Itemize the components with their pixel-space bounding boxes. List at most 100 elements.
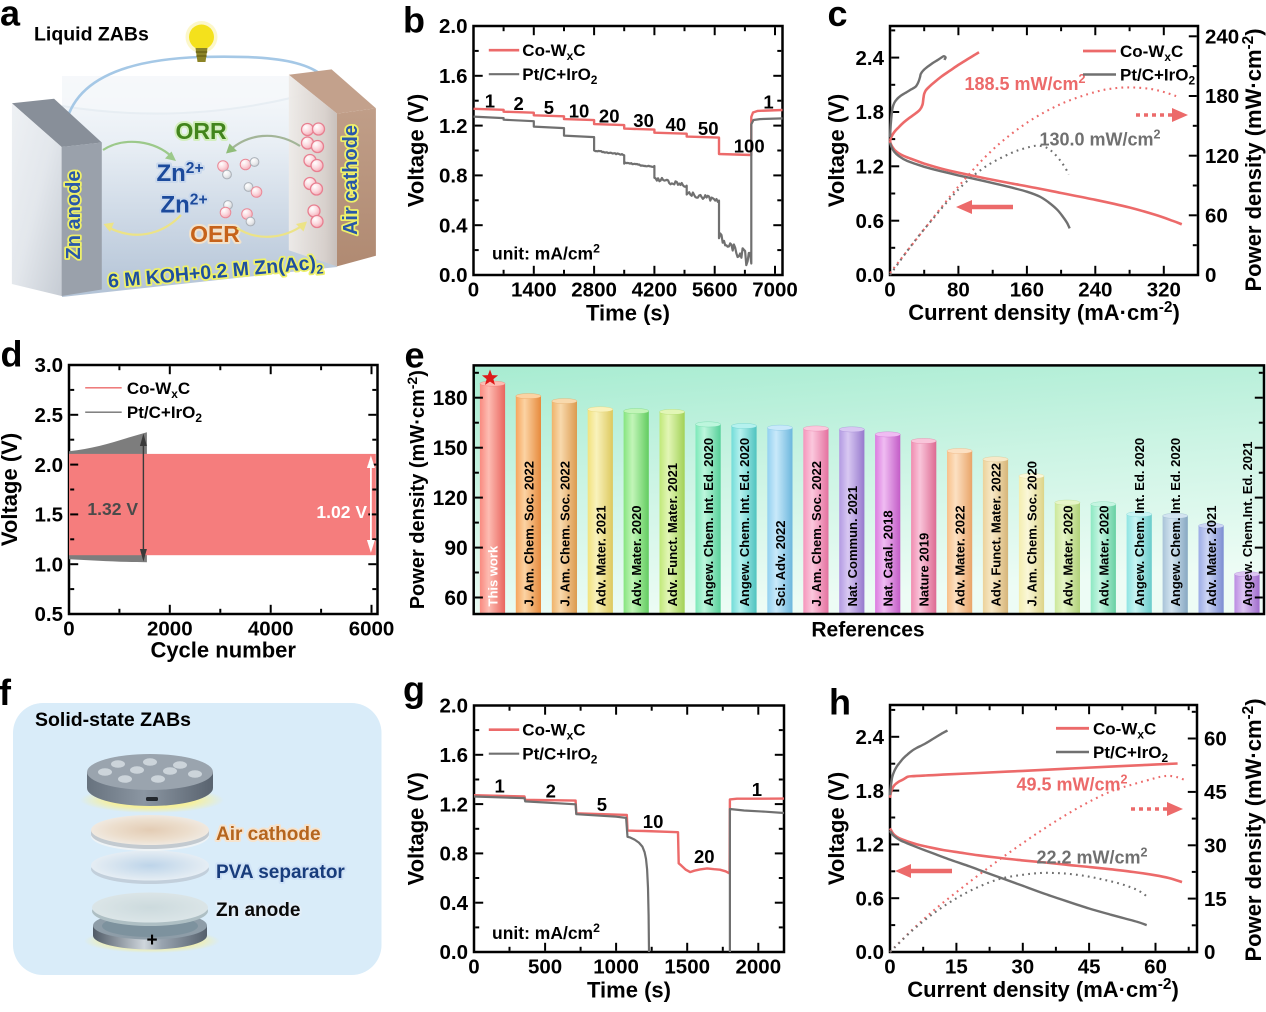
svg-text:90: 90 bbox=[444, 537, 467, 560]
svg-text:Adv. Mater. 2021: Adv. Mater. 2021 bbox=[1204, 506, 1219, 607]
svg-text:ORR: ORR bbox=[175, 118, 227, 144]
svg-text:+: + bbox=[146, 930, 157, 951]
svg-text:320: 320 bbox=[1147, 279, 1181, 302]
svg-text:20: 20 bbox=[694, 846, 715, 867]
svg-text:Voltage (V): Voltage (V) bbox=[824, 94, 849, 207]
svg-text:Co-WxC: Co-WxC bbox=[1120, 42, 1183, 64]
svg-text:0.8: 0.8 bbox=[440, 843, 469, 866]
svg-text:49.5 mW/cm2: 49.5 mW/cm2 bbox=[1016, 773, 1127, 795]
svg-text:120: 120 bbox=[1205, 145, 1239, 168]
svg-text:Sci. Adv. 2022: Sci. Adv. 2022 bbox=[773, 521, 788, 607]
svg-text:J. Am. Chem. Soc. 2022: J. Am. Chem. Soc. 2022 bbox=[521, 461, 536, 606]
svg-text:5600: 5600 bbox=[692, 279, 738, 302]
svg-text:1: 1 bbox=[763, 92, 773, 113]
svg-text:This work: This work bbox=[486, 545, 501, 606]
svg-text:30: 30 bbox=[1204, 835, 1227, 858]
svg-text:0.0: 0.0 bbox=[856, 264, 885, 287]
svg-text:15: 15 bbox=[945, 956, 968, 979]
svg-text:0: 0 bbox=[1205, 264, 1216, 287]
svg-text:Zn anode: Zn anode bbox=[63, 171, 85, 260]
svg-text:J. Am. Chem. Soc. 2020: J. Am. Chem. Soc. 2020 bbox=[1025, 461, 1040, 606]
svg-text:60: 60 bbox=[444, 587, 467, 610]
svg-text:150: 150 bbox=[433, 437, 468, 460]
svg-text:180: 180 bbox=[433, 387, 468, 410]
svg-text:1.2: 1.2 bbox=[440, 793, 469, 816]
svg-text:5: 5 bbox=[597, 794, 607, 815]
svg-text:PVA separator: PVA separator bbox=[216, 862, 345, 883]
svg-text:0: 0 bbox=[468, 279, 479, 302]
svg-text:h: h bbox=[829, 682, 851, 723]
svg-text:1.2: 1.2 bbox=[439, 115, 468, 138]
svg-text:4000: 4000 bbox=[248, 618, 294, 641]
svg-text:Angew. Chem. Int. Ed. 2020: Angew. Chem. Int. Ed. 2020 bbox=[1132, 438, 1147, 607]
svg-text:Pt/C+IrO2: Pt/C+IrO2 bbox=[1093, 743, 1169, 765]
svg-text:Voltage (V): Voltage (V) bbox=[824, 772, 849, 885]
svg-text:1.6: 1.6 bbox=[440, 744, 469, 767]
svg-text:0.6: 0.6 bbox=[856, 887, 885, 910]
svg-text:1500: 1500 bbox=[664, 956, 710, 979]
svg-text:0.0: 0.0 bbox=[856, 941, 885, 964]
svg-text:1.5: 1.5 bbox=[35, 504, 64, 527]
svg-text:Adv. Mater. 2021: Adv. Mater. 2021 bbox=[593, 506, 608, 607]
svg-text:1000: 1000 bbox=[593, 956, 639, 979]
svg-text:Co-WxC: Co-WxC bbox=[127, 379, 190, 401]
svg-text:30: 30 bbox=[1011, 956, 1034, 979]
svg-text:2.4: 2.4 bbox=[856, 47, 885, 70]
svg-text:2.4: 2.4 bbox=[856, 726, 885, 749]
svg-text:unit: mA/cm2: unit: mA/cm2 bbox=[492, 242, 600, 264]
svg-text:1.8: 1.8 bbox=[856, 780, 885, 803]
svg-text:50: 50 bbox=[698, 118, 719, 139]
svg-text:Angew. Chem. Int. Ed. 2020: Angew. Chem. Int. Ed. 2020 bbox=[1168, 438, 1183, 607]
svg-text:e: e bbox=[405, 335, 425, 376]
svg-text:Nat. Commun. 2021: Nat. Commun. 2021 bbox=[845, 486, 860, 607]
svg-text:7000: 7000 bbox=[752, 279, 798, 302]
svg-text:Pt/C+IrO2: Pt/C+IrO2 bbox=[127, 403, 202, 425]
svg-text:22.2 mW/cm2: 22.2 mW/cm2 bbox=[1036, 846, 1147, 868]
svg-text:Co-WxC: Co-WxC bbox=[522, 41, 585, 63]
svg-text:d: d bbox=[1, 334, 23, 375]
svg-text:1.6: 1.6 bbox=[439, 65, 468, 88]
svg-text:Power density (mW·cm-2): Power density (mW·cm-2) bbox=[1240, 28, 1266, 291]
svg-text:2.0: 2.0 bbox=[35, 454, 64, 477]
svg-text:1.2: 1.2 bbox=[856, 834, 885, 857]
svg-text:1.2: 1.2 bbox=[856, 156, 885, 179]
svg-text:Co-WxC: Co-WxC bbox=[522, 721, 585, 743]
svg-text:2000: 2000 bbox=[147, 618, 193, 641]
svg-text:f: f bbox=[0, 672, 12, 713]
svg-text:Pt/C+IrO2: Pt/C+IrO2 bbox=[522, 65, 598, 87]
svg-text:160: 160 bbox=[1010, 279, 1044, 302]
svg-text:1.0: 1.0 bbox=[35, 553, 64, 576]
svg-text:1: 1 bbox=[494, 776, 504, 797]
svg-text:0: 0 bbox=[468, 956, 479, 979]
svg-text:3.0: 3.0 bbox=[35, 354, 64, 377]
svg-text:20: 20 bbox=[599, 106, 620, 127]
svg-text:Adv. Funct. Mater. 2022: Adv. Funct. Mater. 2022 bbox=[989, 463, 1004, 607]
svg-text:Adv. Mater. 2020: Adv. Mater. 2020 bbox=[1060, 506, 1075, 607]
svg-text:Time (s): Time (s) bbox=[586, 301, 670, 326]
svg-text:Voltage (V): Voltage (V) bbox=[404, 772, 429, 885]
svg-text:240: 240 bbox=[1205, 26, 1239, 49]
svg-text:10: 10 bbox=[643, 811, 664, 832]
svg-text:0.4: 0.4 bbox=[439, 214, 468, 237]
svg-text:0.6: 0.6 bbox=[856, 210, 885, 233]
svg-text:2000: 2000 bbox=[735, 956, 781, 979]
svg-text:130.0 mW/cm2: 130.0 mW/cm2 bbox=[1039, 128, 1160, 150]
svg-text:1400: 1400 bbox=[511, 279, 557, 302]
svg-text:Power density (mW·cm-2): Power density (mW·cm-2) bbox=[404, 370, 429, 609]
svg-text:0.8: 0.8 bbox=[439, 165, 468, 188]
svg-text:Adv. Funct. Mater. 2021: Adv. Funct. Mater. 2021 bbox=[665, 463, 680, 607]
svg-text:Liquid ZABs: Liquid ZABs bbox=[34, 24, 149, 46]
svg-text:40: 40 bbox=[666, 114, 687, 135]
svg-text:120: 120 bbox=[433, 487, 468, 510]
svg-text:45: 45 bbox=[1078, 956, 1101, 979]
svg-text:0.4: 0.4 bbox=[440, 892, 469, 915]
svg-text:c: c bbox=[828, 0, 848, 34]
svg-text:0: 0 bbox=[884, 956, 895, 979]
svg-text:Current density (mA·cm-2): Current density (mA·cm-2) bbox=[908, 299, 1180, 325]
svg-text:5: 5 bbox=[544, 97, 554, 118]
svg-text:J. Am. Chem. Soc. 2022: J. Am. Chem. Soc. 2022 bbox=[809, 461, 824, 606]
svg-text:0.0: 0.0 bbox=[439, 264, 468, 287]
svg-text:0: 0 bbox=[63, 618, 74, 641]
svg-text:0.0: 0.0 bbox=[440, 941, 469, 964]
svg-text:240: 240 bbox=[1078, 279, 1112, 302]
